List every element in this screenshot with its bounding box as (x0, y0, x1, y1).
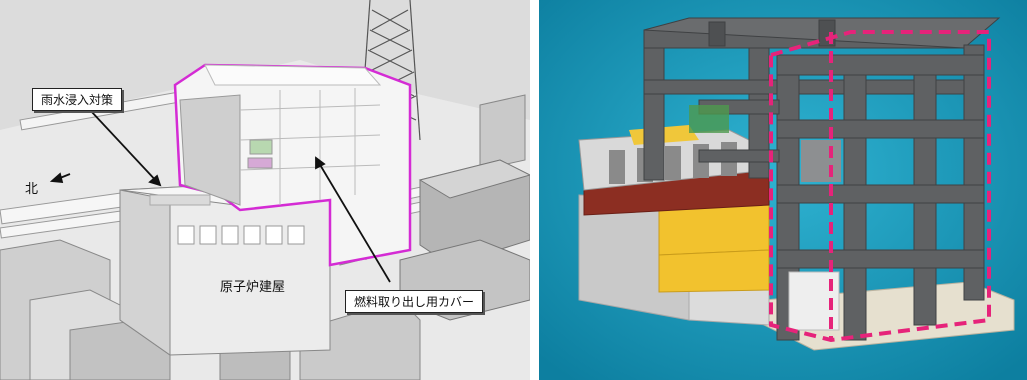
model-photo-panel (539, 0, 1027, 380)
dashed-cover-outline (769, 30, 991, 343)
rainwater-countermeasure-label: 雨水浸入対策 (32, 88, 123, 111)
fuel-cover-label: 燃料取り出し用カバー (345, 290, 484, 313)
fuel-cover-shape (173, 63, 412, 267)
reactor-render-svg (0, 0, 530, 380)
reactor-render-panel: 雨水浸入対策 北 原子炉建屋 燃料取り出し用カバー (0, 0, 530, 380)
steel-frame-model (643, 17, 1001, 341)
north-label: 北 (25, 182, 39, 197)
reactor-building-label: 原子炉建屋 (220, 280, 286, 295)
reactor-windows (177, 225, 305, 245)
callout-arrows (49, 109, 391, 283)
model-photo-svg (539, 0, 1027, 380)
